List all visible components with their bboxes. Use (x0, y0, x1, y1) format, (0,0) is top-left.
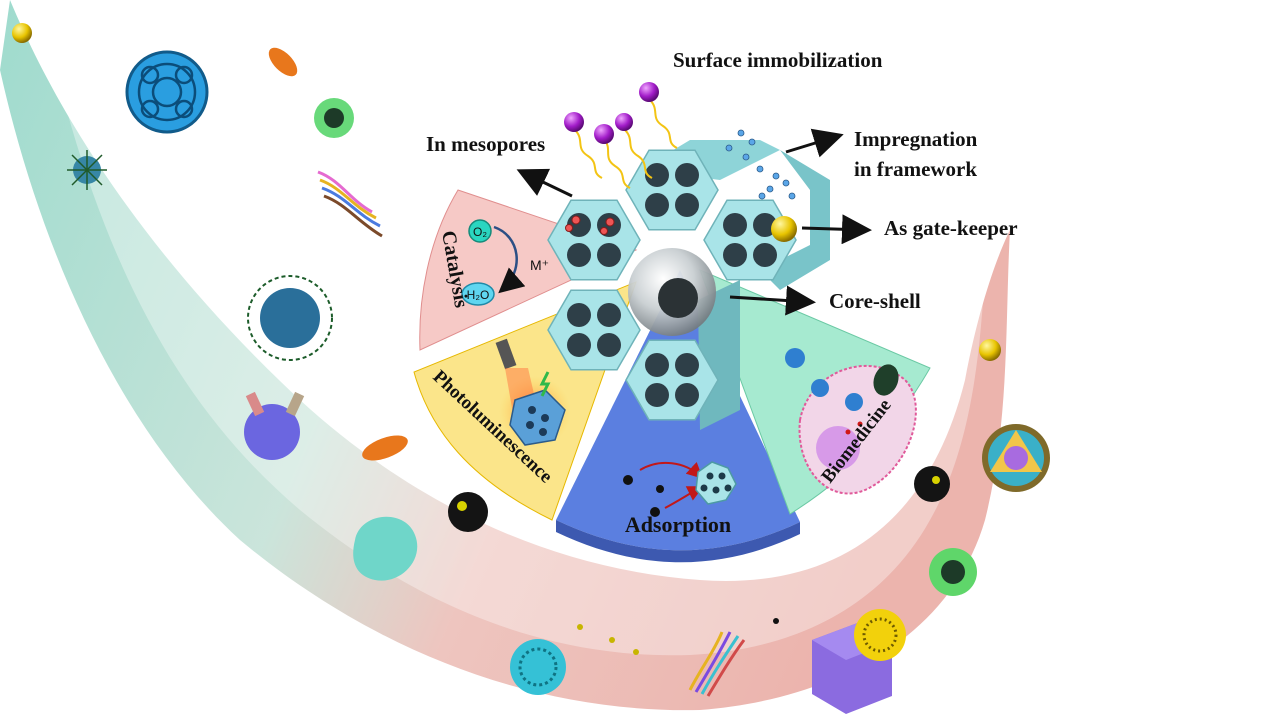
teal-blob-particle (353, 516, 418, 581)
impregnation-label: Impregnation in framework (854, 127, 978, 181)
hairy-green-particle (260, 288, 320, 348)
teal-porous-sphere (510, 639, 566, 695)
purple-ligand-ball (594, 124, 614, 144)
gold-ball-right (979, 339, 1001, 361)
mesopore-channel (753, 243, 777, 267)
orange-disc-mid (362, 435, 408, 461)
mesopore-channel (567, 303, 591, 327)
mesopore-channel (645, 193, 669, 217)
mesopore-channel (675, 383, 699, 407)
in-mesopores-label: In mesopores (426, 132, 546, 156)
wave-background (0, 0, 1010, 711)
mesopore-channel (597, 243, 621, 267)
mesopore-channel (597, 333, 621, 357)
mesopore-channel (567, 243, 591, 267)
mesopore-channel (675, 353, 699, 377)
gate-keeper-label: As gate-keeper (884, 216, 1018, 240)
orange-disc-top (268, 47, 298, 77)
purple-ligand-ball (639, 82, 659, 102)
core-shell-label: Core-shell (829, 289, 921, 313)
pointer-arrows (516, 128, 872, 316)
scattered-particles (12, 23, 1050, 714)
arrow-gate-keeper (801, 214, 872, 245)
mesopore-channel (567, 333, 591, 357)
polymer-strands-bottom (688, 631, 746, 697)
mesopore-channel (723, 243, 747, 267)
mesopore-channel (753, 213, 777, 237)
polymer-strands-top (317, 170, 383, 238)
purple-ligand-ball (615, 113, 633, 131)
arrow-in-mesopores (516, 168, 573, 198)
catalyst-label: M⁺ (530, 257, 549, 273)
adsorption-label: Adsorption (625, 512, 731, 537)
mesopore-channel (597, 303, 621, 327)
o2-bubble (468, 219, 492, 243)
photoluminescence-icon (495, 338, 571, 448)
adsorption-icon (623, 461, 737, 517)
purple-ligand-ball (564, 112, 584, 132)
mesopore-channel (723, 213, 747, 237)
mesopore-channel (675, 163, 699, 187)
arrow-core-shell (729, 285, 816, 316)
purple-face-particle (244, 404, 300, 460)
h2o-label: H₂O (467, 288, 490, 302)
biomedicine-cell (785, 348, 917, 495)
catalysis-scheme: O₂ M⁺ H₂O (461, 219, 549, 306)
black-swirl-ball-left (448, 492, 488, 532)
layered-triangle-sphere (982, 424, 1050, 492)
mesopore-cargo (565, 215, 615, 235)
catalysis-arrow (493, 225, 526, 294)
framework-dots (725, 129, 796, 200)
gate-keeper-ball (771, 216, 797, 242)
surface-immobilization-label: Surface immobilization (673, 48, 883, 72)
yellow-porous-sphere (854, 609, 906, 661)
mesoporous-hexagon-cluster (547, 129, 830, 430)
gold-ball-topleft (12, 23, 32, 43)
surface-ligands (564, 82, 678, 189)
mesopore-channel (675, 193, 699, 217)
arrow-impregnation (785, 128, 844, 158)
h2o-bubble (461, 282, 495, 306)
mesopore-channel (645, 163, 669, 187)
mesopore-channel (645, 353, 669, 377)
black-swirl-ball-right (914, 466, 950, 502)
o2-label: O₂ (473, 225, 487, 239)
mesopore-channel (645, 383, 669, 407)
